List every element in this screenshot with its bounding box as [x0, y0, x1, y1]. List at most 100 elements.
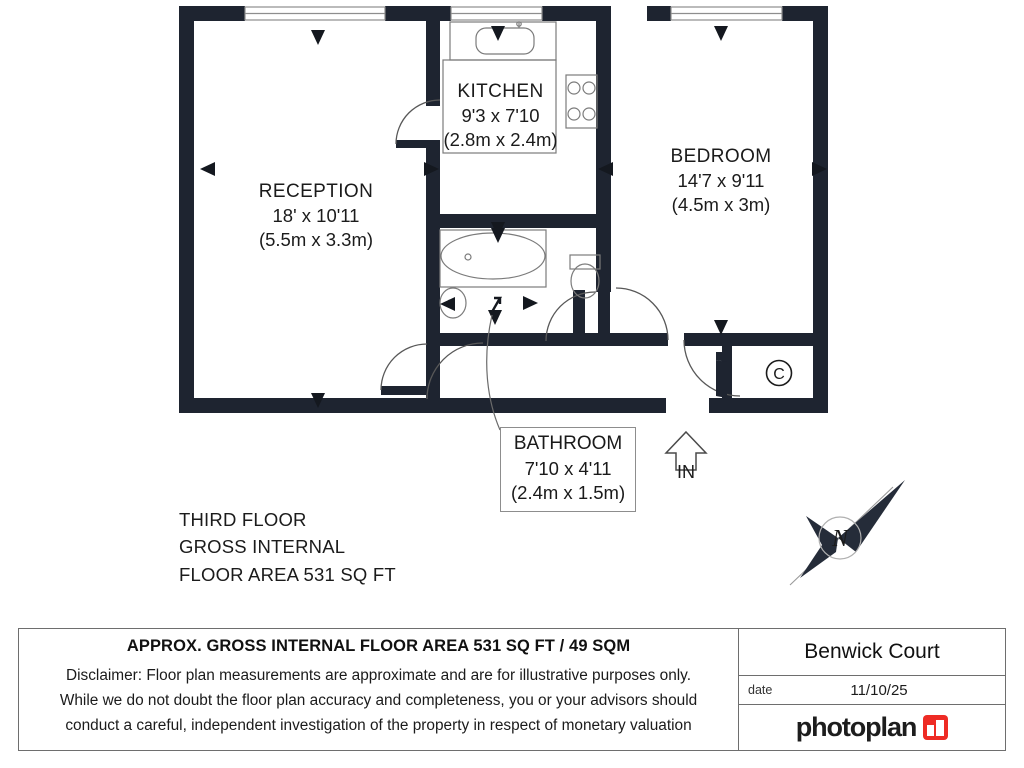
wall-exterior-top-seg2: [385, 6, 451, 21]
view-arrow-bedroom-right: [812, 162, 827, 176]
view-arrow-kitchen-right: [424, 162, 439, 176]
footer-area-title: APPROX. GROSS INTERNAL FLOOR AREA 531 SQ…: [126, 637, 631, 655]
wall-kitchen-bedroom: [596, 6, 611, 220]
disclaimer-line-3: conduct a careful, independent investiga…: [65, 717, 692, 735]
wall-reception-kitchen-upper: [426, 6, 440, 106]
door-swings-group: [380, 99, 741, 400]
kitchen-name: KITCHEN: [457, 81, 544, 102]
date-label: date: [748, 683, 773, 697]
door-swing-entrance: [683, 339, 741, 397]
wc-cistern: [569, 254, 601, 270]
brand-wordmark: photoplan: [795, 712, 918, 742]
wall-exterior-top-seg3: [542, 6, 604, 21]
view-arrow-kitchen-top: [491, 26, 505, 41]
wall-exterior-left: [179, 6, 194, 413]
wall-exterior-bottom-left: [179, 398, 426, 413]
kitchen-hob: [565, 74, 598, 129]
view-arrow-bath-top: [491, 228, 505, 243]
view-arrow-hall-down: [488, 310, 502, 325]
view-arrow-wc: [523, 296, 538, 310]
wc-pan: [570, 263, 600, 299]
floor-area-note: THIRD FLOOR GROSS INTERNAL FLOOR AREA 53…: [179, 506, 396, 588]
entrance-in-label: IN: [677, 462, 695, 482]
door-swing-bathroom: [426, 342, 484, 400]
wall-nib-kitchen-door: [396, 140, 440, 148]
wall-exterior-top-seg4: [647, 6, 671, 21]
bath-tub: [440, 232, 546, 280]
wall-nib-hall-left: [426, 346, 440, 398]
disclaimer-line-2: While we do not doubt the floor plan acc…: [59, 692, 698, 710]
bedroom-name: BEDROOM: [670, 146, 772, 167]
bathroom-label-leader: [486, 314, 501, 431]
view-arrow-reception-bottom: [311, 393, 325, 408]
cupboard-leaf-a: [716, 352, 727, 362]
view-arrows-group: [200, 26, 827, 431]
view-arrow-reception-top: [311, 30, 325, 45]
wall-bedroom-bottom-left: [610, 333, 668, 346]
bedroom-metric: (4.5m x 3m): [671, 193, 771, 215]
bathroom-name: BATHROOM: [513, 433, 623, 454]
cupboard-marker-group: C: [765, 359, 793, 387]
wall-bathroom-right-upper: [596, 220, 611, 292]
wall-nib-reception-door-low: [381, 386, 427, 395]
brand-logo: photoplan: [739, 705, 1005, 750]
wall-bathroom-bottom: [426, 333, 546, 346]
compass-rose-group: N: [789, 480, 905, 586]
bedroom-imperial: 14'7 x 9'11: [677, 170, 765, 192]
date-value: 11/10/25: [850, 681, 908, 699]
cupboard-door-leaves: [716, 352, 727, 398]
compass-needle-sw: [800, 516, 838, 578]
footer-disclaimer-block: APPROX. GROSS INTERNAL FLOOR AREA 531 SQ…: [19, 629, 739, 750]
view-arrow-kitchen-left: [598, 162, 613, 176]
bath-plug: [464, 253, 472, 261]
wall-wc-right: [598, 290, 610, 346]
kitchen-imperial: 9'3 x 7'10: [461, 105, 540, 127]
property-name: Benwick Court: [739, 629, 1005, 676]
view-arrow-hall-bent: [490, 296, 503, 313]
door-swing-reception: [380, 343, 428, 391]
compass-needle-ne: [838, 480, 905, 552]
floor-note-line-3: FLOOR AREA 531 SQ FT: [179, 563, 396, 585]
hob-ring-3: [567, 107, 581, 121]
bathroom-imperial: 7'10 x 4'11: [524, 457, 612, 479]
windows-group: [244, 6, 783, 21]
compass-letter-n: N: [831, 526, 850, 552]
door-swing-wc: [545, 291, 596, 342]
wall-reception-kitchen-lower: [426, 140, 440, 220]
floor-note-line-1: THIRD FLOOR: [179, 509, 307, 530]
wall-kitchen-bottom: [426, 214, 611, 228]
wall-bathroom-left: [426, 228, 440, 340]
room-label-bathroom: BATHROOM 7'10 x 4'11 (2.4m x 1.5m): [500, 427, 637, 512]
hob-ring-2: [582, 81, 596, 95]
view-arrow-reception-left: [200, 162, 215, 176]
room-label-reception: RECEPTION 18' x 10'11 (5.5m x 3.3m): [225, 180, 407, 252]
wall-exterior-bottom-right: [709, 398, 828, 413]
reception-imperial: 18' x 10'11: [272, 205, 360, 227]
wash-basin: [439, 287, 467, 319]
compass-ring: [818, 516, 862, 560]
cupboard-letter: C: [773, 366, 785, 383]
kitchen-metric: (2.8m x 2.4m): [443, 128, 558, 150]
kitchen-sink-bowl: [475, 27, 535, 55]
floor-note-line-2: GROSS INTERNAL: [179, 536, 346, 558]
hob-ring-1: [567, 81, 581, 95]
footer-identity-block: Benwick Court date 11/10/25 photoplan: [739, 629, 1005, 750]
wall-wc-left: [573, 290, 585, 346]
date-row: date 11/10/25: [739, 676, 1005, 705]
kitchen-unit-outline: [442, 59, 557, 154]
wall-exterior-right: [813, 6, 828, 413]
disclaimer-line-1: Disclaimer: Floor plan measurements are …: [65, 667, 692, 684]
kitchen-fixtures-group: [442, 21, 598, 154]
in-arrow-shape: [664, 430, 708, 471]
view-arrow-bedroom-bottom: [714, 320, 728, 335]
wall-exterior-bottom-hall: [426, 398, 666, 413]
bathroom-metric: (2.4m x 1.5m): [511, 481, 626, 503]
entrance-arrow-group: [664, 430, 708, 471]
wall-wc-bottom: [546, 333, 610, 346]
kitchen-tap-head: [516, 21, 522, 27]
wall-exterior-top-seg5: [782, 6, 828, 21]
cupboard-leaf-b: [716, 360, 727, 398]
wall-bedroom-bottom-right: [684, 333, 828, 346]
